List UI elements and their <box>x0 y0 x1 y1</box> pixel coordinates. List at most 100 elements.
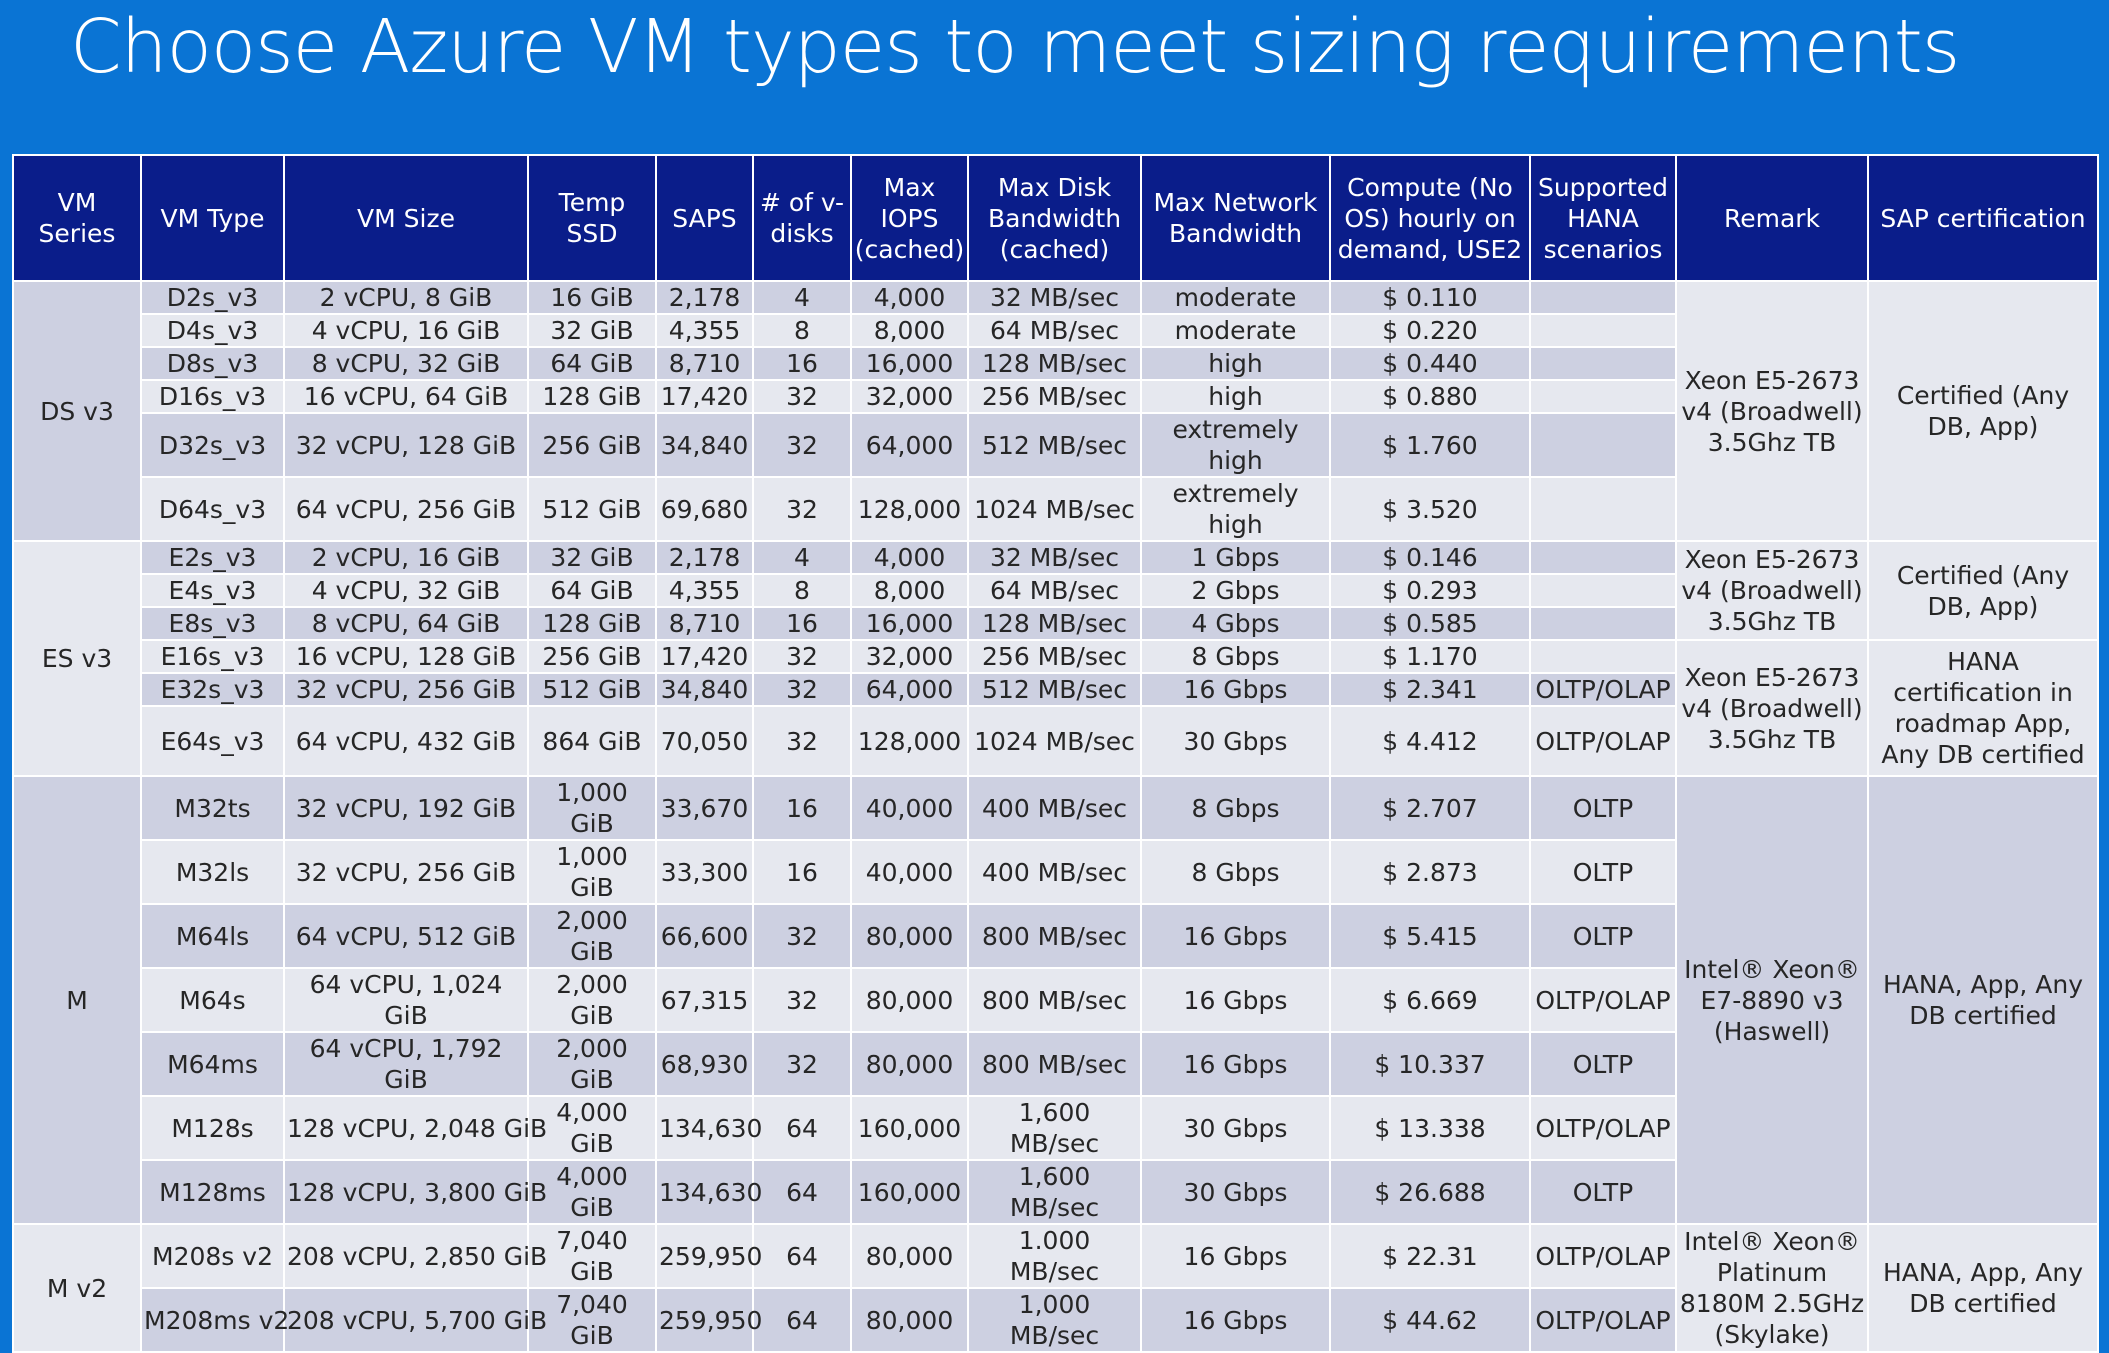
header-remark: Remark <box>1675 154 1869 282</box>
cell-vdisks: 32 <box>752 705 852 777</box>
cell-type: E2s_v3 <box>140 540 285 575</box>
cell-vdisks: 32 <box>752 672 852 707</box>
table-row: M128s 128 vCPU, 2,048 GiB 4,000 GiB 134,… <box>13 1095 2098 1161</box>
remark-cell-m: Intel® Xeon® E7-8890 v3 (Haswell) <box>1675 775 1869 1225</box>
cell-size: 4 vCPU, 16 GiB <box>283 313 529 348</box>
table-row: DS v3 D2s_v3 2 vCPU, 8 GiB 16 GiB 2,178 … <box>12 280 2099 542</box>
cell-iops: 16,000 <box>850 346 969 381</box>
table-row: M128ms 128 vCPU, 3,800 GiB 4,000 GiB 134… <box>13 1159 2098 1225</box>
cell-net-bw: extremely high <box>1140 476 1331 542</box>
header-max-iops: Max IOPS (cached) <box>850 154 969 282</box>
series-cell-mv2: M v2 <box>12 1223 142 1353</box>
cell-net-bw: 16 Gbps <box>1140 967 1331 1033</box>
cell-type: M128s <box>140 1095 285 1161</box>
cell-iops: 128,000 <box>850 705 969 777</box>
cell-type: D64s_v3 <box>140 476 285 542</box>
table-row: E8s_v3 8 vCPU, 64 GiB 128 GiB 8,710 16 1… <box>13 606 2098 641</box>
cell-disk-bw: 512 MB/sec <box>967 672 1142 707</box>
cell-iops: 80,000 <box>850 903 969 969</box>
cell-iops: 160,000 <box>850 1095 969 1161</box>
cell-compute: $ 6.669 <box>1329 967 1531 1033</box>
table-row: ES v3 E2s_v3 2 vCPU, 16 GiB 32 GiB 2,178… <box>12 540 2099 777</box>
cell-iops: 80,000 <box>850 1287 969 1353</box>
remark-cell-esv3-a: Xeon E5-2673 v4 (Broadwell) 3.5Ghz TB <box>1675 540 1869 641</box>
cell-compute: $ 2.341 <box>1329 672 1531 707</box>
cell-type: E8s_v3 <box>140 606 285 641</box>
cell-saps: 17,420 <box>655 639 754 674</box>
cell-size: 208 vCPU, 2,850 GiB <box>283 1223 547 1289</box>
cell-type: D16s_v3 <box>140 379 285 414</box>
cell-net-bw: high <box>1140 346 1331 381</box>
cell-vdisks: 32 <box>752 967 852 1033</box>
cell-disk-bw: 256 MB/sec <box>967 379 1142 414</box>
cell-net-bw: 8 Gbps <box>1140 839 1331 905</box>
cell-net-bw: 4 Gbps <box>1140 606 1331 641</box>
cell-compute: $ 0.146 <box>1329 540 1531 575</box>
cell-type: M64s <box>140 967 285 1033</box>
cell-compute: $ 3.520 <box>1329 476 1531 542</box>
cell-saps: 259,950 <box>655 1287 762 1353</box>
cell-hana: OLTP <box>1529 903 1677 969</box>
cell-saps: 8,710 <box>655 346 754 381</box>
series-cell-dsv3: DS v3 <box>12 280 142 542</box>
cell-disk-bw: 32 MB/sec <box>967 280 1142 315</box>
cell-vdisks: 32 <box>752 903 852 969</box>
cell-size: 64 vCPU, 256 GiB <box>283 476 529 542</box>
cell-compute: $ 1.760 <box>1329 412 1531 478</box>
cell-compute: $ 0.585 <box>1329 606 1531 641</box>
cell-disk-bw: 128 MB/sec <box>967 606 1142 641</box>
cell-compute: $ 10.337 <box>1329 1031 1531 1097</box>
cell-vdisks: 16 <box>752 839 852 905</box>
cell-size: 64 vCPU, 432 GiB <box>283 705 529 777</box>
cell-vdisks: 8 <box>752 573 852 608</box>
cell-type: D4s_v3 <box>140 313 285 348</box>
cell-ssd: 864 GiB <box>527 705 657 777</box>
cert-cell-dsv3: Certified (Any DB, App) <box>1867 280 2099 542</box>
cell-iops: 80,000 <box>850 967 969 1033</box>
cell-iops: 64,000 <box>850 412 969 478</box>
cell-hana <box>1529 476 1677 542</box>
cell-vdisks: 64 <box>752 1223 852 1289</box>
cell-hana <box>1529 379 1677 414</box>
cell-iops: 64,000 <box>850 672 969 707</box>
header-vm-series: VM Series <box>12 154 142 282</box>
cell-saps: 34,840 <box>655 412 754 478</box>
cell-ssd: 32 GiB <box>527 313 657 348</box>
table-row: D64s_v3 64 vCPU, 256 GiB 512 GiB 69,680 … <box>13 476 2098 542</box>
cell-saps: 69,680 <box>655 476 754 542</box>
cell-vdisks: 64 <box>752 1159 852 1225</box>
cell-vdisks: 4 <box>752 540 852 575</box>
remark-cell-mv2: Intel® Xeon® Platinum 8180M 2.5GHz (Skyl… <box>1675 1223 1869 1353</box>
table-row: E64s_v3 64 vCPU, 432 GiB 864 GiB 70,050 … <box>13 705 2098 777</box>
cell-type: D2s_v3 <box>140 280 285 315</box>
table-row: M64ms 64 vCPU, 1,792 GiB 2,000 GiB 68,93… <box>13 1031 2098 1097</box>
cell-size: 8 vCPU, 32 GiB <box>283 346 529 381</box>
cell-saps: 33,300 <box>655 839 754 905</box>
vm-sizing-table: VM Series VM Type VM Size Temp SSD SAPS … <box>12 154 2099 1353</box>
cell-net-bw: moderate <box>1140 313 1331 348</box>
cell-saps: 68,930 <box>655 1031 754 1097</box>
cell-ssd: 4,000 GiB <box>527 1159 657 1225</box>
cell-type: M64ms <box>140 1031 285 1097</box>
cell-size: 32 vCPU, 192 GiB <box>283 775 529 841</box>
cell-ssd: 64 GiB <box>527 573 657 608</box>
cell-iops: 4,000 <box>850 280 969 315</box>
cell-hana <box>1529 346 1677 381</box>
cell-disk-bw: 1024 MB/sec <box>967 705 1142 777</box>
cell-hana: OLTP <box>1529 839 1677 905</box>
cell-hana <box>1529 573 1677 608</box>
cell-compute: $ 2.707 <box>1329 775 1531 841</box>
table-row: D16s_v3 16 vCPU, 64 GiB 128 GiB 17,420 3… <box>13 379 2098 414</box>
cell-ssd: 16 GiB <box>527 280 657 315</box>
table-row: D4s_v3 4 vCPU, 16 GiB 32 GiB 4,355 8 8,0… <box>13 313 2098 348</box>
cert-cell-esv3-a: Certified (Any DB, App) <box>1867 540 2099 641</box>
header-vm-size: VM Size <box>283 154 529 282</box>
header-row: VM Series VM Type VM Size Temp SSD SAPS … <box>12 154 2099 282</box>
cell-ssd: 7,040 GiB <box>527 1223 657 1289</box>
cell-type: M32ls <box>140 839 285 905</box>
cell-ssd: 256 GiB <box>527 412 657 478</box>
cell-net-bw: 16 Gbps <box>1140 903 1331 969</box>
cell-hana <box>1529 412 1677 478</box>
cell-compute: $ 0.110 <box>1329 280 1531 315</box>
remark-cell-esv3-b: Xeon E5-2673 v4 (Broadwell) 3.5Ghz TB <box>1675 639 1869 777</box>
